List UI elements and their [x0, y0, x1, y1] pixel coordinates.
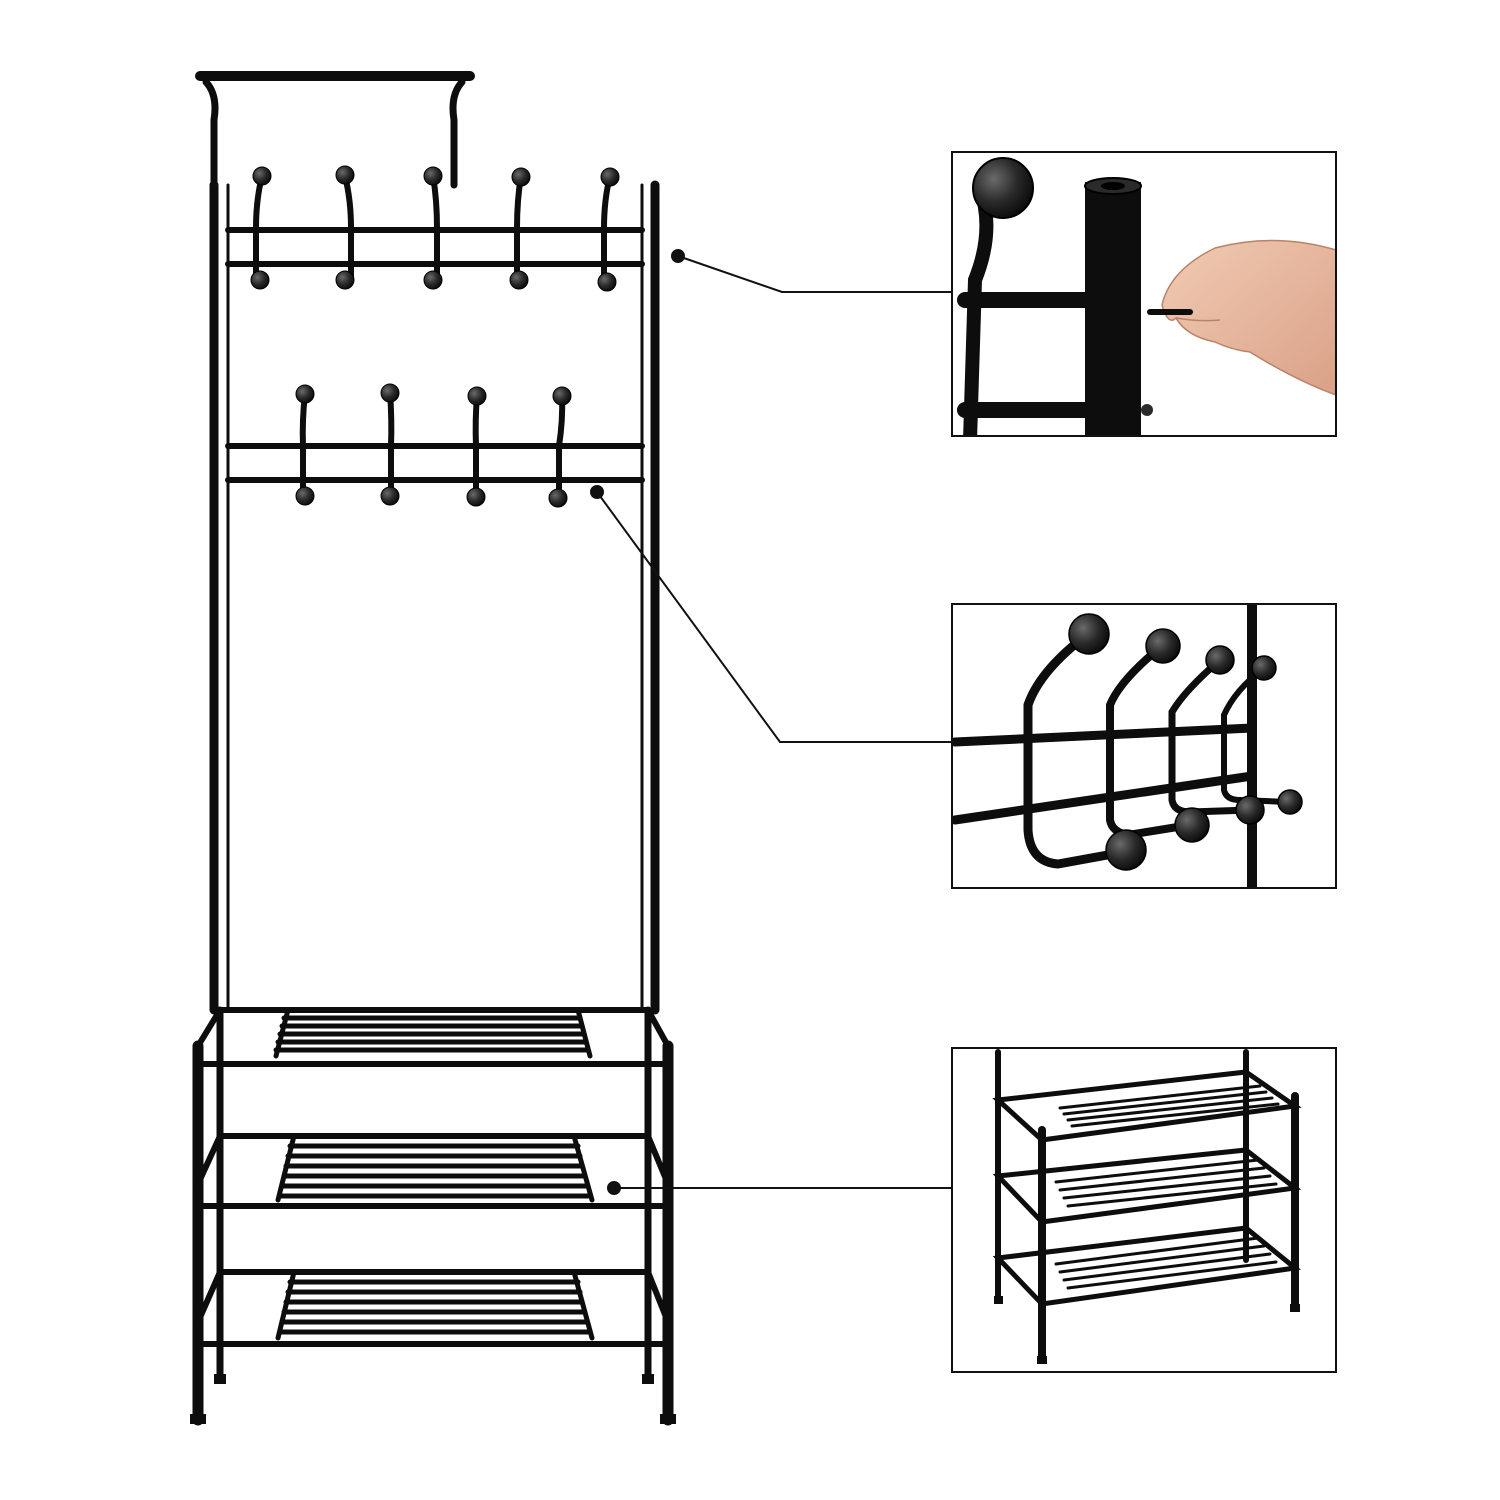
detail-panel-hooks: [951, 603, 1337, 889]
hook-ball-detail: [972, 157, 1034, 219]
hand: [1161, 239, 1335, 396]
shoe-shelf-1: [195, 1007, 671, 1067]
detail-panel-shoe-shelves: [951, 1047, 1337, 1373]
detail-panel-pole-connector: [951, 151, 1337, 437]
callout-lines: [590, 249, 952, 1195]
hook-balls: [250, 165, 620, 508]
shoe-shelf-2: [195, 1133, 671, 1209]
shoe-shelf-3: [195, 1269, 671, 1347]
